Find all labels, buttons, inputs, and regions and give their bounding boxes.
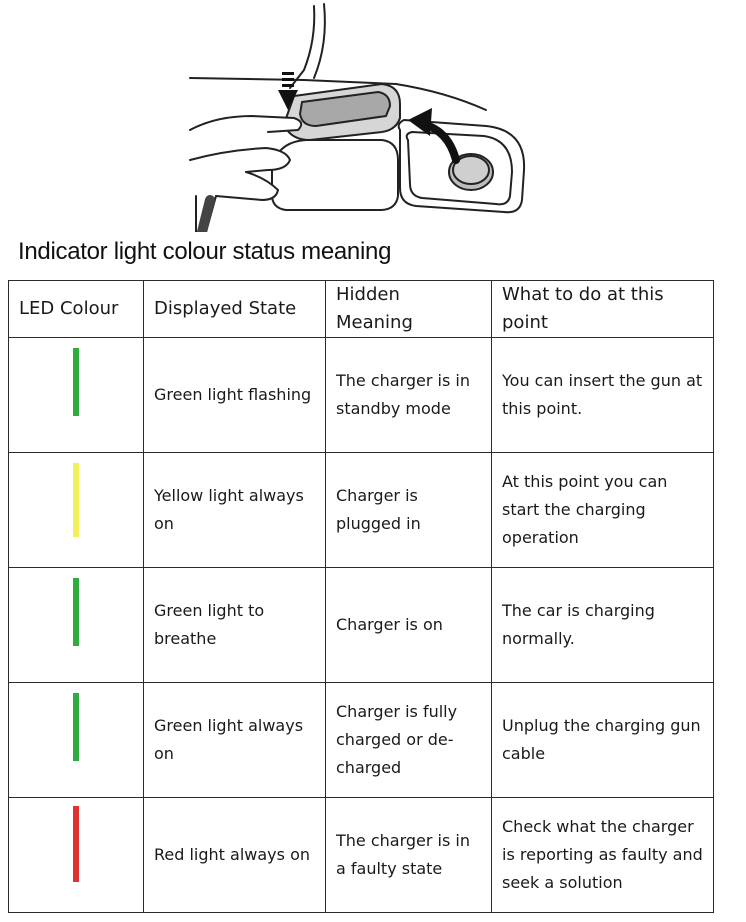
charging-gun-illustration bbox=[189, 3, 526, 232]
table-row: Green light to breathe Charger is on The… bbox=[8, 567, 714, 683]
action-cell: You can insert the gun at this point. bbox=[491, 337, 714, 453]
displayed-state-cell: Yellow light always on bbox=[143, 452, 326, 568]
hidden-meaning-cell: Charger is fully charged or de-charged bbox=[325, 682, 492, 798]
action-cell: At this point you can start the charging… bbox=[491, 452, 714, 568]
page-title: Indicator light colour status meaning bbox=[18, 238, 392, 265]
hidden-meaning-cell: Charger is on bbox=[325, 567, 492, 683]
column-header-action: What to do at this point bbox=[491, 280, 714, 338]
led-indicator bbox=[73, 463, 79, 537]
action-cell: Unplug the charging gun cable bbox=[491, 682, 714, 798]
table-header-row: LED Colour Displayed State Hidden Meanin… bbox=[8, 280, 714, 338]
indicator-status-table: LED Colour Displayed State Hidden Meanin… bbox=[8, 280, 714, 913]
table-row: Green light always on Charger is fully c… bbox=[8, 682, 714, 798]
column-header-displayed-state: Displayed State bbox=[143, 280, 326, 338]
displayed-state-cell: Green light to breathe bbox=[143, 567, 326, 683]
table-row: Yellow light always on Charger is plugge… bbox=[8, 452, 714, 568]
led-indicator bbox=[73, 806, 79, 882]
led-colour-cell bbox=[8, 682, 144, 798]
displayed-state-cell: Green light always on bbox=[143, 682, 326, 798]
led-indicator bbox=[73, 578, 79, 646]
column-header-hidden-meaning: Hidden Meaning bbox=[325, 280, 492, 338]
led-colour-cell bbox=[8, 337, 144, 453]
hidden-meaning-cell: Charger is plugged in bbox=[325, 452, 492, 568]
led-colour-cell bbox=[8, 452, 144, 568]
hidden-meaning-cell: The charger is in a faulty state bbox=[325, 797, 492, 913]
column-header-led-colour: LED Colour bbox=[8, 280, 144, 338]
led-indicator bbox=[73, 693, 79, 761]
displayed-state-cell: Red light always on bbox=[143, 797, 326, 913]
table-row: Green light flashing The charger is in s… bbox=[8, 337, 714, 453]
displayed-state-cell: Green light flashing bbox=[143, 337, 326, 453]
table-row: Red light always on The charger is in a … bbox=[8, 797, 714, 913]
action-cell: The car is charging normally. bbox=[491, 567, 714, 683]
led-colour-cell bbox=[8, 797, 144, 913]
led-indicator bbox=[73, 348, 79, 416]
led-colour-cell bbox=[8, 567, 144, 683]
action-cell: Check what the charger is reporting as f… bbox=[491, 797, 714, 913]
hidden-meaning-cell: The charger is in standby mode bbox=[325, 337, 492, 453]
